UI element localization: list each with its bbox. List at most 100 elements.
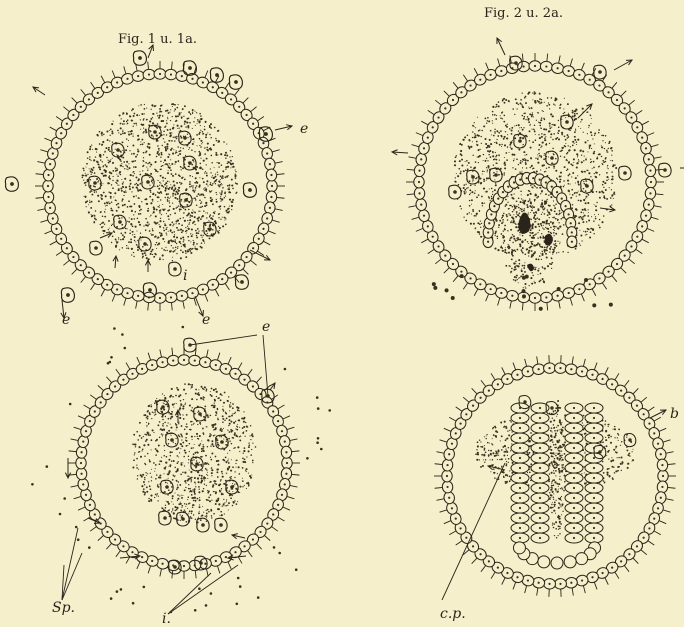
granule <box>218 226 219 227</box>
granule <box>495 106 496 107</box>
granule <box>242 427 244 429</box>
granule <box>229 156 230 157</box>
granule <box>591 148 592 149</box>
granule <box>538 149 540 151</box>
granule <box>174 506 176 508</box>
granule <box>554 228 555 229</box>
cell-nucleus <box>52 152 54 154</box>
wandering-cell <box>561 115 573 129</box>
granule <box>581 155 582 156</box>
granule <box>122 166 123 167</box>
granule <box>531 114 533 116</box>
granule <box>564 135 566 137</box>
granule <box>541 259 542 260</box>
granule <box>548 102 549 103</box>
granule <box>157 201 158 202</box>
granule <box>212 424 214 426</box>
granule <box>577 155 578 156</box>
granule <box>476 141 478 143</box>
granule <box>182 405 184 407</box>
granule <box>229 406 231 408</box>
granule <box>587 140 588 141</box>
granule <box>595 209 597 211</box>
granule <box>524 118 525 119</box>
granule <box>205 390 207 392</box>
granule <box>553 249 555 251</box>
granule <box>544 204 545 205</box>
granule <box>566 153 568 155</box>
granule <box>523 127 524 128</box>
granule <box>224 392 226 394</box>
granule <box>555 203 557 205</box>
granule <box>572 115 574 117</box>
granule <box>159 232 161 234</box>
granule <box>180 218 182 220</box>
granule <box>175 249 176 250</box>
granule <box>512 242 513 243</box>
granule <box>188 209 190 211</box>
granule <box>542 278 544 280</box>
granule <box>605 158 607 160</box>
granule <box>199 177 200 178</box>
granule <box>611 150 613 152</box>
granule <box>217 130 219 132</box>
granule <box>513 262 515 264</box>
granule <box>160 428 162 430</box>
granule <box>204 126 205 127</box>
granule <box>139 115 140 116</box>
granule <box>549 108 550 109</box>
cell-nucleus <box>266 522 268 524</box>
granule <box>217 162 218 163</box>
granule <box>611 179 612 180</box>
granule <box>121 152 122 153</box>
particle <box>328 409 331 412</box>
granule <box>169 200 170 201</box>
granule <box>483 178 485 180</box>
granule <box>171 511 172 512</box>
granule <box>151 404 152 405</box>
granule <box>182 230 184 232</box>
granule <box>562 233 564 235</box>
granule <box>172 474 174 476</box>
granule <box>528 252 530 254</box>
granule <box>104 202 106 204</box>
granule <box>148 498 150 500</box>
granule <box>194 212 196 214</box>
granule <box>193 244 195 246</box>
granule <box>558 126 560 128</box>
granule <box>142 253 144 255</box>
granule <box>161 120 163 122</box>
granule <box>137 240 138 241</box>
arrow <box>65 458 70 478</box>
granule <box>147 453 149 455</box>
granule <box>121 224 123 226</box>
granule <box>511 194 513 196</box>
granule <box>185 252 186 253</box>
granule <box>518 164 519 165</box>
granule <box>550 233 552 235</box>
granule <box>181 112 182 113</box>
wandering-cell <box>449 185 461 199</box>
granule <box>185 209 187 211</box>
granule <box>498 105 500 107</box>
granule <box>159 463 161 465</box>
granule <box>180 125 182 127</box>
granule <box>87 158 89 160</box>
granule <box>206 521 207 522</box>
granule <box>552 115 554 117</box>
granule <box>245 461 246 462</box>
granule <box>207 143 209 145</box>
granule <box>528 194 529 195</box>
granule <box>467 187 468 188</box>
granule <box>150 173 152 175</box>
granule <box>511 148 513 150</box>
granule <box>152 199 154 201</box>
granule <box>144 434 145 435</box>
granule <box>195 125 196 126</box>
granule <box>146 415 148 417</box>
granule <box>137 439 139 441</box>
particle <box>316 441 319 444</box>
granule <box>533 244 535 246</box>
granule <box>238 473 240 475</box>
granule <box>521 208 523 210</box>
